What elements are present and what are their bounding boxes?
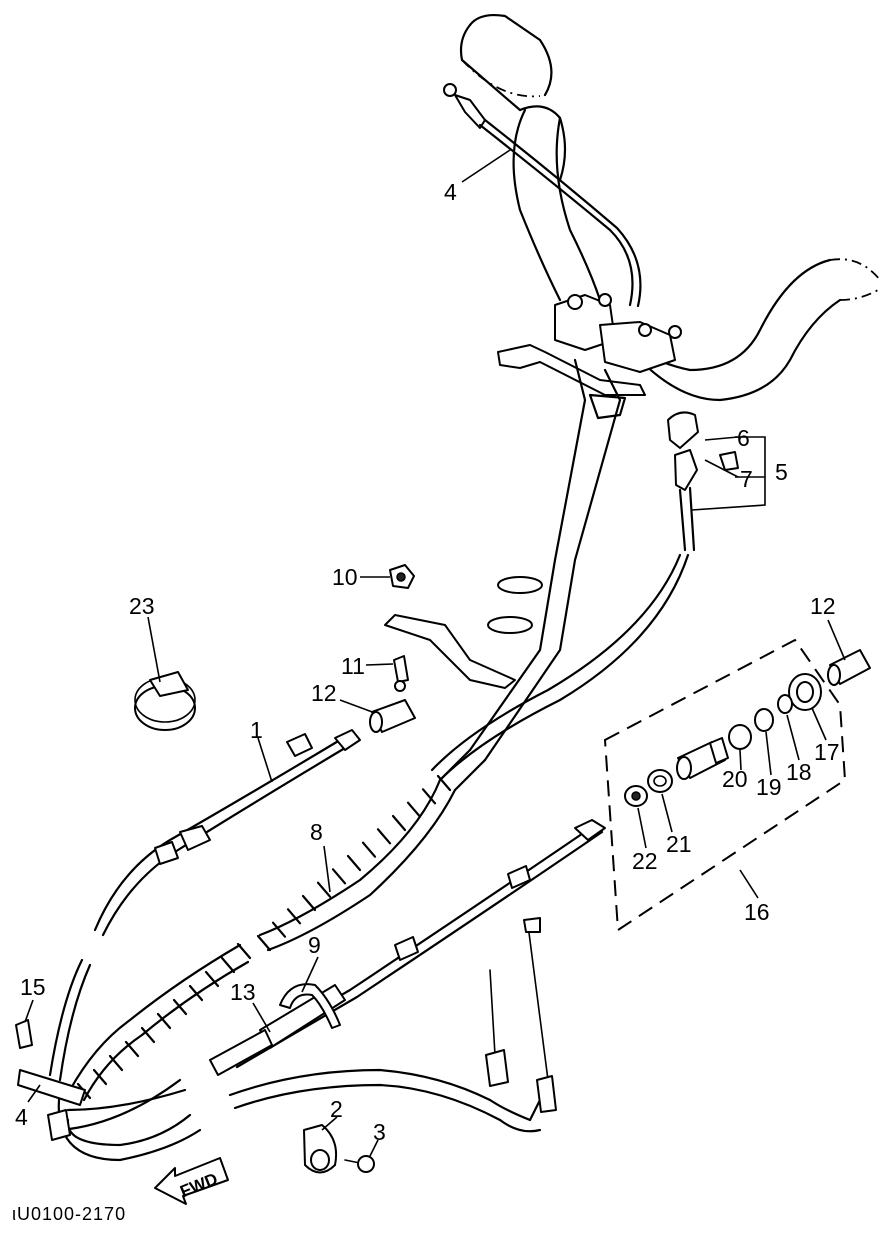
wrap-band bbox=[188, 984, 204, 1002]
wrap-band bbox=[301, 894, 317, 912]
handlebar bbox=[512, 108, 881, 402]
connector-15 bbox=[15, 1019, 33, 1049]
retaining-clip-9 bbox=[279, 983, 341, 1029]
throttle-cable-upper bbox=[443, 83, 642, 308]
wrap-band bbox=[156, 1012, 172, 1030]
callout-22: 22 bbox=[632, 848, 658, 874]
callout-16: 16 bbox=[744, 899, 770, 925]
cable-1 bbox=[93, 729, 361, 937]
nut-10 bbox=[389, 564, 415, 589]
cable-end-assembly bbox=[430, 411, 739, 782]
screw-3 bbox=[344, 1155, 375, 1173]
wrap-band bbox=[436, 774, 452, 792]
wrap-band bbox=[256, 934, 272, 952]
forward-direction-arrow: FWD bbox=[154, 1157, 229, 1205]
wrap-band bbox=[286, 908, 302, 925]
callout-4-bottom: 4 bbox=[15, 1104, 28, 1130]
hose-clamp-23 bbox=[134, 671, 196, 731]
callout-12-right: 12 bbox=[810, 593, 836, 619]
wrap-band bbox=[172, 998, 188, 1016]
diagram-code: ιU0100-2170 bbox=[12, 1204, 126, 1224]
wrap-band bbox=[204, 970, 220, 988]
wrap-band bbox=[124, 1040, 140, 1058]
wrap-band bbox=[406, 801, 422, 818]
callout-13: 13 bbox=[230, 979, 256, 1005]
lever-bracket bbox=[497, 344, 646, 396]
wrap-band bbox=[140, 1026, 156, 1044]
bolt-11 bbox=[393, 655, 409, 692]
fitting-kit-16 bbox=[603, 638, 847, 932]
callout-3: 3 bbox=[373, 1119, 386, 1145]
wrap-band bbox=[391, 814, 407, 832]
leader-lines bbox=[24, 149, 846, 1157]
callout-10: 10 bbox=[332, 564, 358, 590]
callout-8: 8 bbox=[310, 819, 323, 845]
callout-21: 21 bbox=[666, 831, 692, 857]
wrap-band bbox=[346, 854, 362, 872]
link-rods bbox=[485, 917, 557, 1113]
callout-4-top: 4 bbox=[444, 179, 457, 205]
spiral-wrap-harness bbox=[68, 748, 487, 1102]
wrap-band bbox=[331, 868, 347, 885]
wrap-band bbox=[316, 881, 332, 898]
sleeve-12-left bbox=[369, 699, 416, 733]
callout-15: 15 bbox=[20, 974, 46, 1000]
lower-cable-loops bbox=[17, 958, 542, 1162]
wrap-band bbox=[236, 942, 252, 960]
wrap-band bbox=[92, 1068, 108, 1086]
callout-23: 23 bbox=[129, 593, 155, 619]
wrap-band bbox=[271, 921, 287, 938]
callout-20: 20 bbox=[722, 766, 748, 792]
callout-11: 11 bbox=[341, 653, 365, 679]
steering-column bbox=[384, 358, 627, 762]
callout-6: 6 bbox=[737, 425, 750, 451]
callout-numbers: 1 2 3 4 4 5 6 7 8 9 10 11 12 12 13 15 16… bbox=[15, 179, 840, 1145]
callout-12-left: 12 bbox=[311, 680, 337, 706]
wrap-band bbox=[361, 841, 377, 858]
wrap-band bbox=[421, 788, 437, 805]
callout-5: 5 bbox=[775, 459, 788, 485]
wrap-band bbox=[108, 1054, 124, 1072]
wrap-band bbox=[376, 828, 392, 845]
callout-7: 7 bbox=[740, 466, 753, 492]
callout-19: 19 bbox=[756, 774, 782, 800]
sleeve-12-right bbox=[827, 649, 871, 686]
callout-18: 18 bbox=[786, 759, 812, 785]
callout-17: 17 bbox=[814, 739, 840, 765]
callout-1: 1 bbox=[250, 717, 263, 743]
callout-2: 2 bbox=[330, 1096, 343, 1122]
wrap-band bbox=[220, 956, 236, 974]
callout-9: 9 bbox=[308, 932, 321, 958]
cable-clamp-2 bbox=[303, 1124, 338, 1174]
